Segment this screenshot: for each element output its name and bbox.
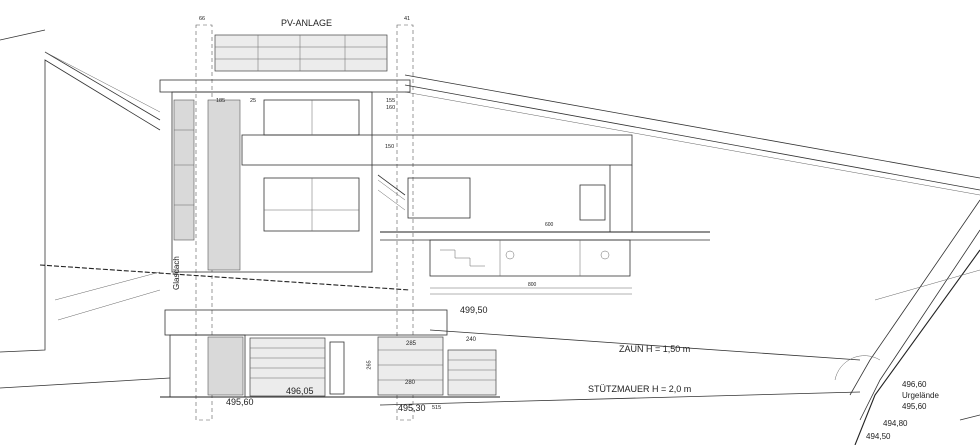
- building-upper: [159, 79, 633, 273]
- glasdach-label: Glasdach: [172, 256, 181, 290]
- dim-800: 800: [528, 282, 537, 288]
- pool-section: [380, 231, 710, 295]
- building-lower: [160, 309, 500, 398]
- dim-155: 155: [386, 98, 396, 104]
- dim-515: 515: [432, 405, 442, 411]
- dim-66: 66: [199, 16, 206, 22]
- retaining-wall-right: [834, 199, 980, 445]
- dim-41: 41: [404, 16, 411, 22]
- dim-280: 280: [405, 380, 416, 386]
- pv-anlage-label: PV-ANLAGE: [281, 18, 333, 28]
- level-495-30: 495,30: [398, 403, 426, 413]
- level-494-80: 494,80: [883, 419, 908, 428]
- dim-265: 265: [366, 360, 373, 370]
- level-495-60-right: 495,60: [902, 402, 927, 411]
- pv-panels: [195, 24, 414, 421]
- stuetzmauer-label: STÜTZMAUER H = 2,0 m: [588, 384, 692, 394]
- dim-185: 185: [216, 98, 226, 104]
- level-496-05: 496,05: [286, 386, 314, 396]
- terrain-lines: [0, 29, 980, 406]
- level-495-60-left: 495,60: [226, 397, 254, 407]
- dim-150: 150: [385, 144, 395, 150]
- level-494-50: 494,50: [866, 432, 891, 441]
- dim-160: 160: [386, 105, 396, 111]
- urgelaende-label: Urgelände: [902, 391, 939, 400]
- dim-285: 285: [406, 341, 417, 347]
- level-496-60: 496,60: [902, 380, 927, 389]
- zaun-label: ZAUN H = 1,50 m: [619, 344, 691, 354]
- dim-240: 240: [466, 337, 477, 343]
- dim-600: 600: [545, 222, 554, 228]
- glass-canopy-hatch: [39, 264, 411, 321]
- level-499-50: 499,50: [460, 305, 488, 315]
- dim-25: 25: [250, 98, 257, 104]
